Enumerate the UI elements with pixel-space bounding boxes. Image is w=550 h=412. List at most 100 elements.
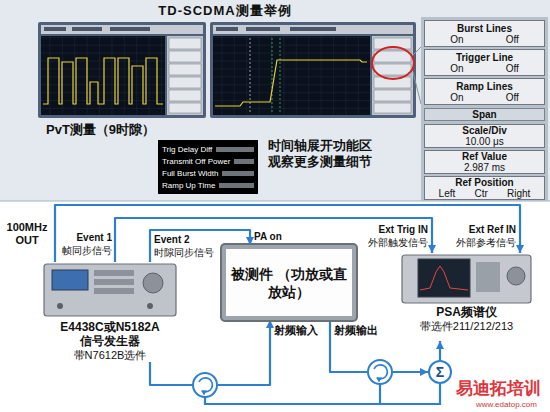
instrument-keys [94,279,134,285]
screen-header [41,25,203,34]
instrument-port [57,303,63,309]
watermark: 易迪拓培训 [456,379,546,399]
screen-grid [41,36,165,115]
mini-softkey [374,90,411,101]
mini-softkey [374,64,411,75]
spectrum-analyzer-picture [402,255,531,303]
signal-label: 100MHz OUT [4,221,50,247]
header-mark [72,27,102,31]
softkey-option: Off [506,63,519,74]
mini-softkey [169,77,201,88]
softkey-options: LeftCtrRight [429,188,540,199]
table-cell: Trig Delay Diff [162,145,212,154]
softkey-options: 10.00 μs [429,136,540,147]
instrument-knob [507,267,525,285]
screen-frame [210,22,416,118]
softkey: Ref PositionLeftCtrRight [424,176,545,200]
softkey-option: Ctr [474,188,487,199]
softkey-options: On Off [429,63,540,74]
top-panel [0,0,550,201]
header-mark [246,27,280,31]
table-cell: Transmit Off Power [162,157,230,166]
mini-softkey [374,51,411,62]
rf-wire [379,384,381,404]
header-mark [44,27,66,31]
signal-label: 帧同步信号 [58,245,112,257]
signal-label: 射频输出 [334,324,386,337]
circulator-arrow [374,365,387,379]
header-mark [110,27,150,31]
softkey-label: Ref Value [429,151,540,162]
screen [41,36,165,115]
screen-header [213,25,413,34]
softkey-panel [421,17,548,201]
highlight-circle [372,47,414,79]
signal-label: 外部触发信号 [360,237,428,249]
instrument-body [44,264,176,316]
instrument-name: PSA频谱仪 [402,305,532,319]
softkey-column [167,36,203,115]
instrument-name: E4438C或N5182A 信号发生器 [54,320,166,348]
mini-softkey [169,103,201,113]
softkey-option: On [450,92,463,103]
signal-label: Ext Ref IN [446,224,516,236]
softkey-label: Burst Lines [429,23,540,34]
watermark: www.edatop.com [476,400,546,410]
signal-label: 时隙同步信号 [154,247,218,259]
signal-label: 外部参考信号 [446,237,516,249]
softkey-option: On [450,34,463,45]
sum-symbol: Σ [436,365,444,379]
mini-softkey [169,64,201,75]
table-row: Transmit Off Power [162,155,254,167]
screenshot [38,22,206,118]
signal-label: PvT测量（9时隙） [46,122,176,138]
spectrum-trace [420,266,468,290]
ramp-line [280,38,281,113]
softkey: Burst LinesOn Off [424,20,545,47]
softkey-option: Left [439,188,456,199]
measurement-table: Trig Delay DiffTransmit Off PowerFull Bu… [158,140,258,194]
node-label: Span [425,109,544,120]
circulator-arrow [199,378,212,392]
header-mark [290,27,336,31]
signal-generator-picture [44,264,176,316]
signal-label: Event 1 [58,232,112,244]
table-row: Trig Delay Diff [162,143,254,155]
instrument-keys [94,270,134,276]
header-mark [216,27,238,31]
screenshot [210,22,416,118]
softkey-column [372,36,413,115]
blurred-value [216,147,254,152]
circulator-symbol [368,360,392,384]
instrument-keys [476,262,500,292]
blurred-value [234,159,254,164]
blurred-value [222,171,254,176]
softkey-option: 10.00 μs [465,136,504,147]
softkey-option: Off [506,34,519,45]
table-cell: Ramp Up Time [162,181,215,190]
signal-label: 时间轴展开功能区 观察更多测量细节 [268,138,380,169]
softkey-option: Off [506,92,519,103]
mini-softkey [374,103,411,113]
circulator-ring [193,373,217,397]
softkey-label: Ramp Lines [429,81,540,92]
softkey-options: On Off [429,34,540,45]
signal-label: Event 2 [154,234,218,246]
instrument-display [52,270,88,290]
screen-frame [38,22,206,118]
signal-label: PA on [254,231,290,243]
instrument-keys [94,288,134,294]
softkey-option: On [450,63,463,74]
mini-softkey [169,51,201,62]
instrument: E4438C或N5182A 信号发生器带N7612B选件 [40,262,180,362]
softkey: Trigger LineOnOff [424,49,545,76]
softkey: Scale/Div10.00 μs [424,124,545,148]
mini-softkey [169,38,201,49]
instrument: PSA频谱仪带选件211/212/213 [398,253,535,341]
instrument-option: 带选件211/212/213 [398,319,535,333]
diagram-title: TD-SCDMA测量举例 [100,3,350,19]
circulator-ring [368,360,392,384]
node-label: 被测件 （功放或直放站） [229,265,349,301]
instrument-display [418,259,470,297]
